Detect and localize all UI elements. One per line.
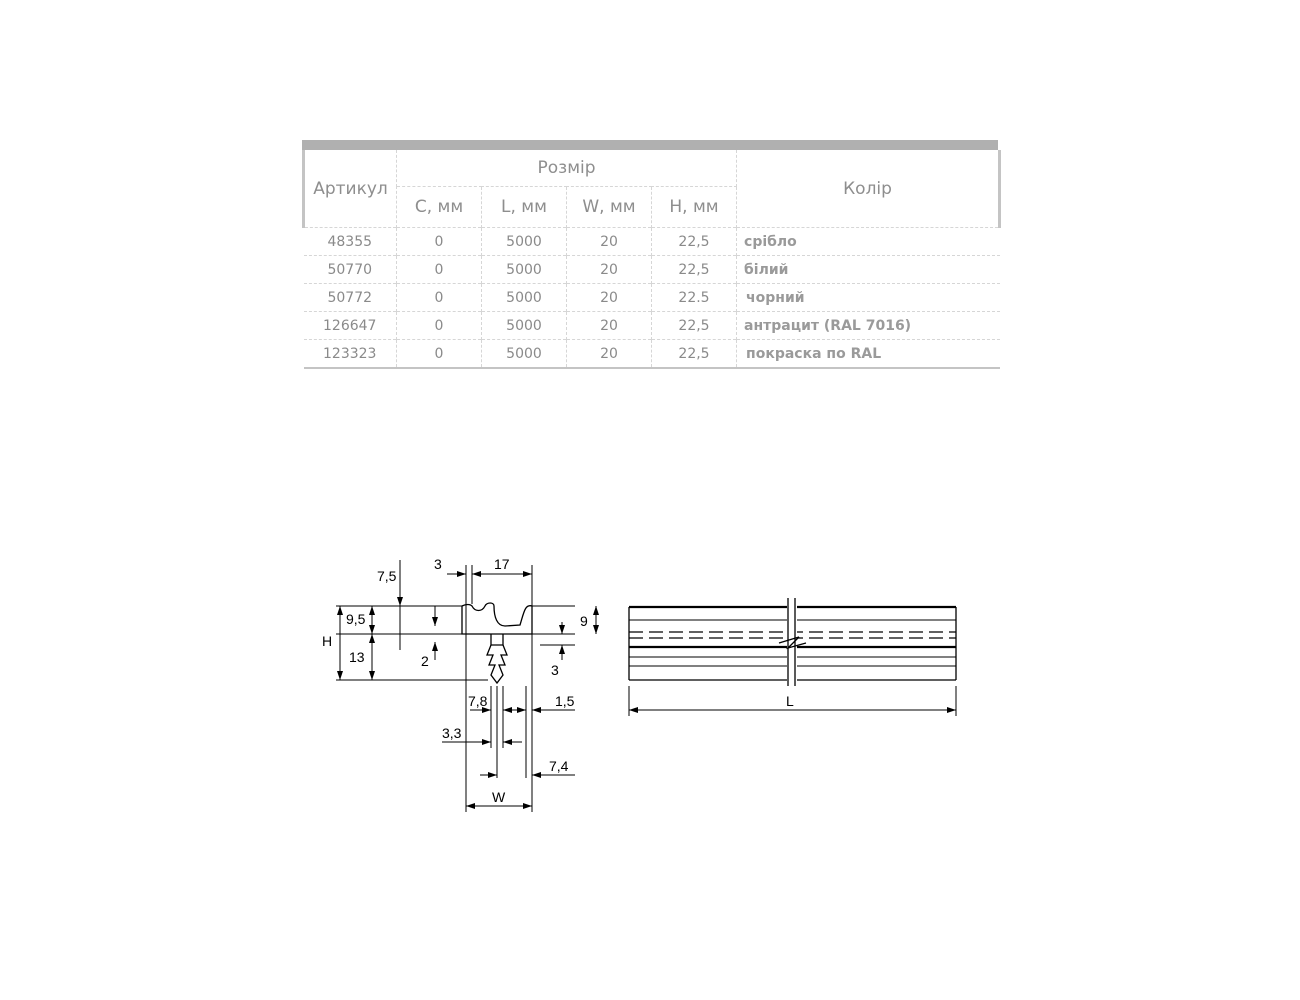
header-article: Артикул	[302, 150, 397, 228]
cell-l: 5000	[481, 227, 567, 256]
dim-label: 3	[434, 556, 442, 572]
dimension-lines	[337, 571, 599, 809]
dim-label: 9	[580, 613, 588, 629]
cell-h: 22,5	[651, 255, 738, 284]
dim-label: 2	[421, 653, 429, 669]
dim-label: 1,5	[555, 693, 575, 709]
dim-label: 9,5	[346, 611, 366, 627]
length-dimension	[628, 686, 957, 716]
cell-h: 22,5	[651, 227, 738, 256]
technical-drawing: 7,5 3 17 9,5 H 13 2 9 3 7,8 1,5 3,3 7,4 …	[318, 550, 978, 825]
cell-article: 48355	[303, 227, 397, 256]
cell-w: 20	[566, 311, 652, 340]
dim-label: W	[492, 789, 506, 805]
cell-w: 20	[566, 255, 652, 284]
cell-c: 0	[396, 283, 482, 312]
dim-label: 17	[494, 556, 510, 572]
header-l: L, мм	[481, 186, 567, 228]
cell-color: срібло	[736, 227, 1000, 256]
profile-cross-section	[461, 602, 533, 685]
dim-label: L	[786, 693, 794, 709]
cell-h: 22,5	[651, 311, 738, 340]
table-row: 126647 0 5000 20 22,5 антрацит (RAL 7016…	[303, 311, 1000, 340]
cell-c: 0	[396, 311, 482, 340]
cell-color: білий	[736, 255, 1000, 284]
cell-h: 22.5	[651, 283, 738, 312]
cell-color: антрацит (RAL 7016)	[736, 311, 1000, 340]
header-w: W, мм	[566, 186, 652, 228]
cell-article: 50772	[303, 283, 397, 312]
dim-label: H	[322, 633, 332, 649]
spec-table: Артикул Розмір Колір С, мм L, мм W, мм H…	[302, 150, 1002, 369]
cell-article: 50770	[303, 255, 397, 284]
cell-l: 5000	[481, 255, 567, 284]
cell-l: 5000	[481, 311, 567, 340]
cell-l: 5000	[481, 283, 567, 312]
table-row: 50772 0 5000 20 22.5 чорний	[303, 283, 1000, 312]
cell-color: покраска по RAL	[736, 339, 1000, 369]
cell-c: 0	[396, 255, 482, 284]
table-row: 50770 0 5000 20 22,5 білий	[303, 255, 1000, 284]
cell-h: 22,5	[651, 339, 738, 369]
header-c: С, мм	[396, 186, 482, 228]
table-row: 48355 0 5000 20 22,5 срібло	[303, 227, 1000, 256]
header-size-group: Розмір	[396, 150, 738, 187]
cell-w: 20	[566, 339, 652, 369]
cell-w: 20	[566, 283, 652, 312]
cell-c: 0	[396, 227, 482, 256]
dim-label: 3,3	[442, 725, 462, 741]
dim-label: 13	[349, 649, 365, 665]
cell-article: 123323	[303, 339, 397, 369]
cell-w: 20	[566, 227, 652, 256]
cell-c: 0	[396, 339, 482, 369]
table-top-bar	[302, 140, 998, 150]
cell-article: 126647	[303, 311, 397, 340]
dim-label: 7,8	[468, 693, 488, 709]
header-color: Колір	[736, 150, 1002, 228]
break-symbol	[778, 598, 807, 686]
spec-table-container: Артикул Розмір Колір С, мм L, мм W, мм H…	[302, 140, 1002, 369]
table-row: 123323 0 5000 20 22,5 покраска по RAL	[303, 339, 1000, 369]
dim-label: 7,5	[377, 568, 397, 584]
cell-l: 5000	[481, 339, 567, 369]
header-h: H, мм	[651, 186, 738, 228]
dim-label: 3	[551, 662, 559, 678]
extension-lines	[336, 560, 575, 812]
cell-color: чорний	[736, 283, 1000, 312]
profile-drawing-svg: 7,5 3 17 9,5 H 13 2 9 3 7,8 1,5 3,3 7,4 …	[322, 556, 957, 812]
dim-label: 7,4	[549, 758, 569, 774]
